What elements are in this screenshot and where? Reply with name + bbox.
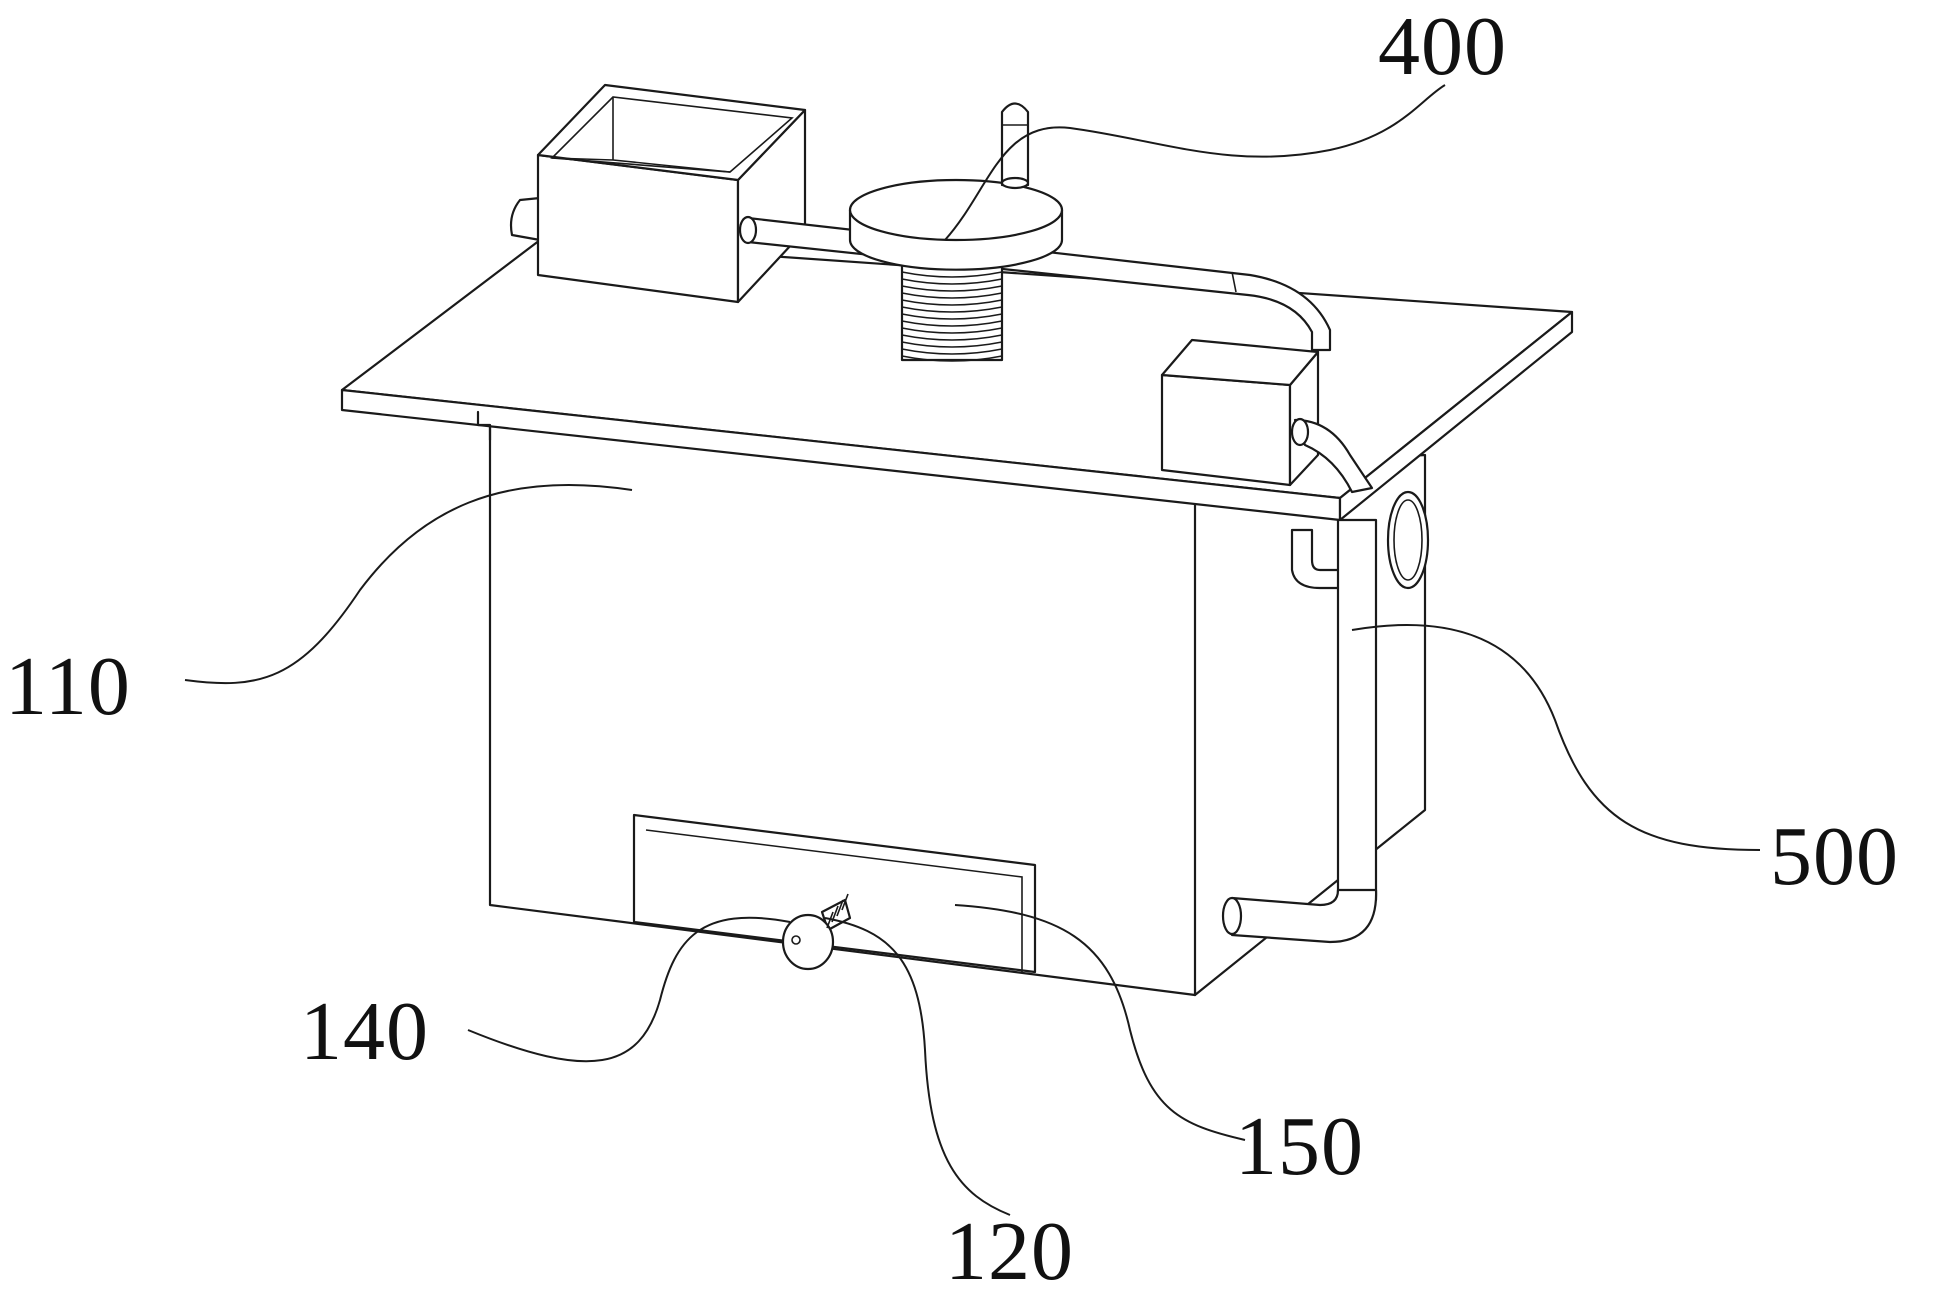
label-500: 500 [1770, 810, 1899, 903]
leader-120 [824, 917, 1011, 1216]
drain-knob [781, 893, 852, 971]
leader-400 [944, 84, 1446, 241]
side-pipe [1221, 490, 1430, 944]
knob-thread [841, 893, 849, 911]
small-box [1160, 338, 1374, 494]
knob-thread [836, 899, 844, 917]
label-120: 120 [945, 1205, 1074, 1298]
thread-ring [901, 320, 1003, 327]
thread-ring [901, 271, 1003, 278]
thread-ring [901, 299, 1003, 306]
hopper-box [509, 83, 807, 304]
pump-assembly [848, 102, 1064, 362]
label-140: 140 [300, 985, 429, 1078]
thread-ring [901, 285, 1003, 292]
thread-ring [901, 341, 1003, 348]
thread-ring [901, 327, 1003, 334]
leader-110 [184, 483, 633, 685]
knob-thread [826, 911, 834, 929]
front-panel [632, 813, 1037, 974]
thread-ring [901, 334, 1003, 341]
label-110: 110 [5, 640, 131, 733]
thread-ring [901, 355, 1003, 362]
leader-500 [1351, 623, 1761, 851]
leader-140 [467, 916, 791, 1063]
leader-lines [184, 84, 1761, 1216]
thread-ring [901, 278, 1003, 285]
label-150: 150 [1235, 1100, 1364, 1193]
thread-ring [901, 348, 1003, 355]
leader-150 [954, 904, 1246, 1141]
label-400: 400 [1378, 0, 1507, 93]
thread-ring [901, 306, 1003, 313]
thread-ring [901, 292, 1003, 299]
thread-ring [901, 313, 1003, 320]
